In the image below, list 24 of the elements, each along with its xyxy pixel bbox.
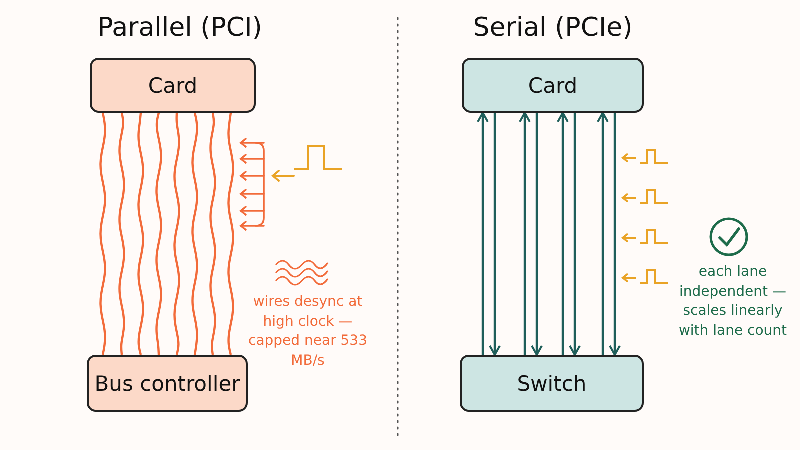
arrow bbox=[519, 112, 531, 355]
wire bbox=[100, 112, 106, 356]
arrow bbox=[569, 113, 581, 356]
wire bbox=[228, 112, 234, 356]
annotation: each lane independent — scales linearly with lane count bbox=[678, 263, 788, 341]
wire bbox=[118, 112, 126, 356]
annotation: wires desync at high clock — capped near 533 MB/s bbox=[248, 293, 368, 371]
panel-title: Parallel (PCI) bbox=[96, 13, 264, 44]
component-box: Bus controller bbox=[87, 355, 248, 412]
wire bbox=[174, 112, 180, 356]
arrow bbox=[609, 113, 621, 356]
wire bbox=[156, 112, 162, 356]
arrow bbox=[489, 113, 501, 356]
component-box: Card bbox=[462, 58, 644, 113]
component-box: Card bbox=[90, 58, 256, 113]
arrow bbox=[531, 113, 543, 356]
wire bbox=[192, 112, 198, 356]
panel-title: Serial (PCIe) bbox=[472, 13, 634, 44]
arrow bbox=[597, 112, 609, 355]
wire bbox=[210, 112, 216, 356]
arrow bbox=[477, 112, 489, 355]
component-box: Switch bbox=[460, 355, 644, 412]
arrow bbox=[557, 112, 569, 355]
wire bbox=[138, 112, 144, 356]
